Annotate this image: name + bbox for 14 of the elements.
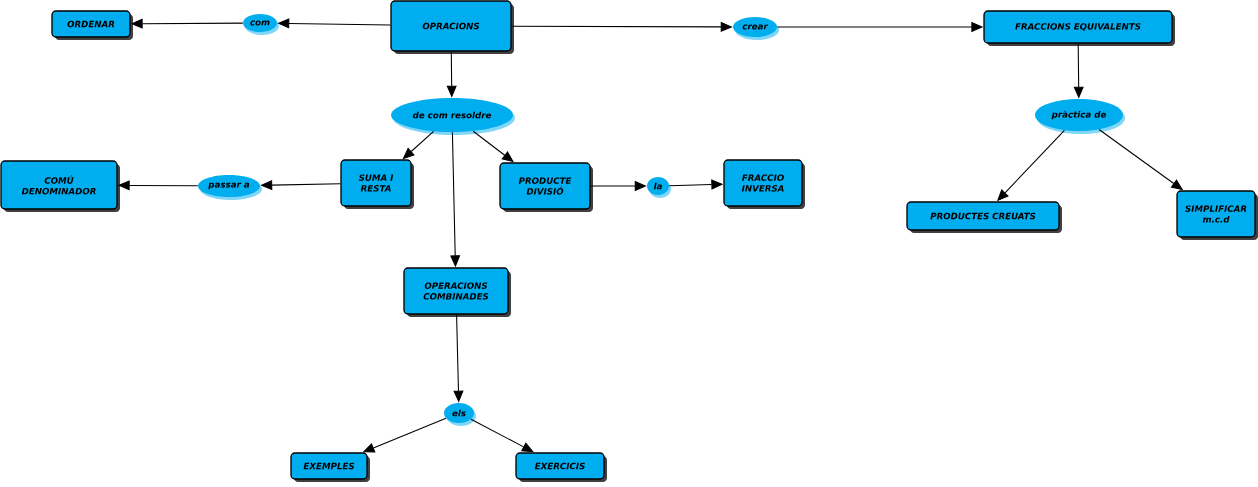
concept-box: EXERCICIS: [515, 452, 607, 482]
concept-box: FRACCIONS EQUIVALENTS: [983, 10, 1175, 46]
arrow: [472, 130, 514, 163]
concept-box: COMÚ DENOMINADOR: [0, 160, 120, 212]
concept-box: ORDENAR: [51, 10, 133, 40]
concept-box: FRACCIO INVERSA: [723, 159, 805, 209]
concept-box: OPERACIONS COMBINADES: [403, 267, 511, 317]
concept-box: PRODUCTE DIVISIÓ: [499, 162, 593, 212]
concept-box: OPRACIONS: [390, 0, 514, 54]
concept-box: SIMPLIFICAR m.c.d: [1176, 190, 1258, 240]
arrow: [470, 418, 534, 453]
concept-box: PRODUCTES CREUATS: [906, 201, 1062, 233]
concept-box: SUMA I RESTA: [340, 159, 414, 209]
concept-box: EXEMPLES: [290, 452, 370, 482]
